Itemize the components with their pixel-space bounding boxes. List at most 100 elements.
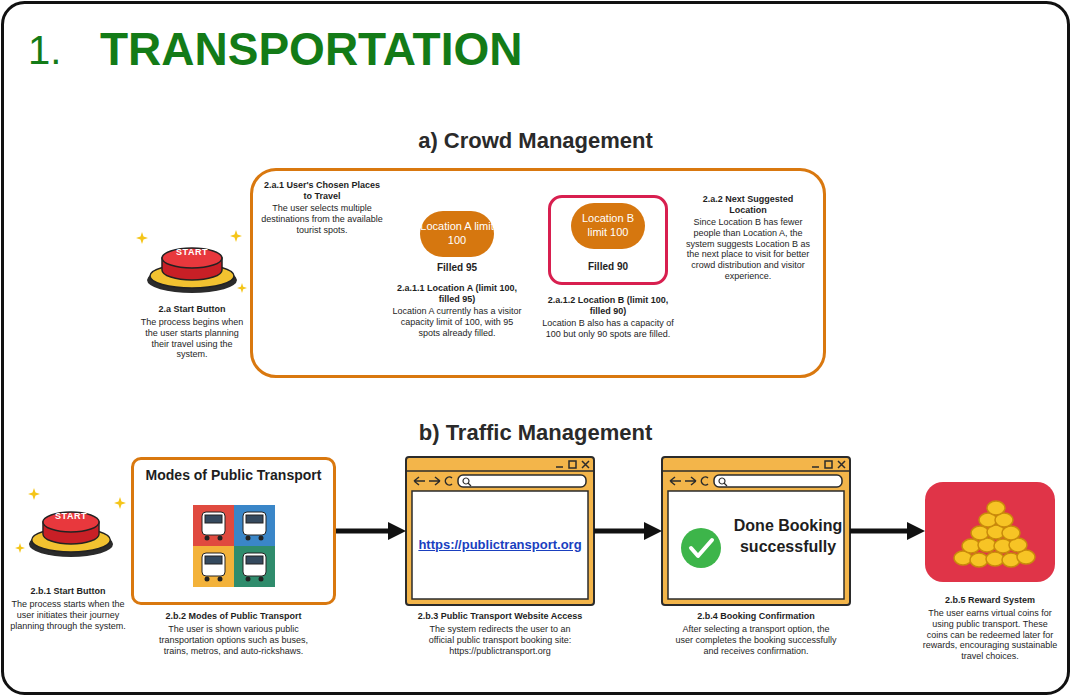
coin (1002, 526, 1020, 540)
wheels (205, 536, 264, 582)
wheel (259, 536, 264, 541)
caption-heading: 2.a.1.1 Location A (limit 100, filled 95… (391, 283, 523, 304)
vehicle-window (246, 515, 263, 523)
caption-text: Location A currently has a visitor capac… (391, 306, 523, 338)
check-mark (691, 540, 712, 556)
caption-text: The user is shown various public transpo… (151, 624, 316, 656)
coin (962, 539, 980, 553)
nav-buttons (670, 477, 708, 485)
sparkle (237, 283, 247, 293)
flow-arrow (850, 529, 915, 534)
browser-viewport (412, 491, 588, 599)
browser-frame (662, 457, 850, 605)
button-label: START (44, 511, 98, 522)
wheel (218, 577, 223, 582)
nav-buttons (414, 477, 452, 485)
caption-text: The system redirects the user to an offi… (418, 624, 582, 656)
wheel (246, 536, 251, 541)
start-button-icon (29, 512, 113, 557)
status-text: Done Booking successfully (732, 516, 844, 558)
vehicle-body (243, 553, 266, 576)
caption-text: The process starts when the user initiat… (8, 599, 128, 631)
vehicle-window (205, 515, 222, 523)
title-bar-line (662, 470, 850, 472)
sparkle (230, 230, 242, 242)
caption-heading: 2.b.2 Modes of Public Transport (141, 611, 326, 622)
confirmation-window: Done Booking successfully2.b.4 Booking C… (662, 457, 850, 605)
coin (970, 553, 988, 567)
caption-heading: 2.b.1 Start Button (8, 586, 128, 597)
coin-pile (954, 501, 1035, 567)
coin (987, 501, 1005, 515)
coin (971, 526, 989, 540)
wheel (218, 536, 223, 541)
icon-tile (234, 546, 275, 587)
vehicle-body (202, 512, 225, 535)
caption-heading: 2.a Start Button (136, 304, 248, 315)
vehicle-body (202, 553, 225, 576)
flow-arrow (336, 529, 396, 534)
title-bar-line (406, 470, 594, 472)
browser-viewport (668, 491, 844, 599)
start-button: START2.b.1 Start ButtonThe process start… (28, 500, 114, 558)
caption-heading: 2.a.2 Next Suggested Location (684, 194, 812, 215)
window-controls (556, 461, 589, 468)
address-bar (458, 475, 586, 487)
page-title: TRANSPORTATION (100, 26, 523, 72)
fill-count: Filled 95 (407, 262, 507, 274)
caption-text: Location B also has a capacity of 100 bu… (542, 318, 674, 340)
browser-window (662, 457, 850, 605)
crowd-panel: 2.a.1 User's Chosen Places to TravelThe … (250, 168, 826, 378)
section-heading: a) Crowd Management (0, 128, 1071, 154)
location-pill: Location B limit 100 (571, 203, 645, 249)
vehicles (202, 512, 266, 576)
suggested-highlight: Filled 902.a.1.2 Location B (limit 100, … (548, 195, 668, 285)
page-frame (3, 3, 1069, 694)
browser-frame (406, 457, 594, 605)
caption-heading: 2.b.3 Public Transport Website Access (414, 611, 586, 622)
website-window: https://publictransport.org2.b.3 Public … (406, 457, 594, 605)
transport-modes-box: Modes of Public Transport2.b.2 Modes of … (131, 457, 336, 605)
caption-text: The user earns virtual coins for using p… (922, 608, 1058, 662)
sparkle (114, 497, 126, 509)
location-label: Location A limit 100 (420, 220, 494, 248)
caption-heading: 2.a.1.2 Location B (limit 100, filled 90… (542, 295, 674, 316)
window-control (825, 461, 832, 468)
vehicle-window (246, 556, 263, 564)
caption-heading: 2.b.4 Booking Confirmation (670, 611, 842, 622)
sparkle (136, 232, 148, 244)
box-title: Modes of Public Transport (131, 467, 336, 484)
sparkle (15, 543, 25, 553)
location-label: Location B limit 100 (571, 212, 645, 240)
section-heading: b) Traffic Management (0, 420, 1071, 446)
search-icon (463, 478, 471, 486)
reward-tile (925, 482, 1055, 582)
check-circle (681, 528, 721, 568)
caption-heading: 2.b.5 Reward System (922, 595, 1058, 606)
location-pill: Location A limit 100Filled 952.a.1.1 Loc… (420, 211, 494, 257)
search-icon (719, 478, 727, 486)
button-top (43, 512, 99, 532)
window-control (569, 461, 576, 468)
caption-heading: 2.a.1 User's Chosen Places to Travel (260, 180, 384, 201)
vehicle-window (205, 556, 222, 564)
url-link: https://publictransport.org (413, 537, 587, 553)
section-number: 1. (28, 30, 61, 70)
button-top (162, 248, 222, 268)
wheel (205, 536, 210, 541)
fill-count: Filled 90 (548, 261, 668, 273)
coin (986, 552, 1004, 566)
wheel (246, 577, 251, 582)
browser-window (406, 457, 594, 605)
icon-tile (193, 546, 234, 587)
icon-tile (193, 505, 234, 546)
start-button: START2.a Start ButtonThe process begins … (146, 236, 238, 294)
caption-text: The user selects multiple destinations f… (260, 203, 384, 235)
caption-text: After selecting a transport option, the … (674, 624, 838, 656)
flow-arrow (594, 529, 652, 534)
start-button-icon (147, 248, 237, 293)
reward-box: 2.b.5 Reward SystemThe user earns virtua… (925, 482, 1055, 582)
address-bar (714, 475, 842, 487)
wheel (205, 577, 210, 582)
